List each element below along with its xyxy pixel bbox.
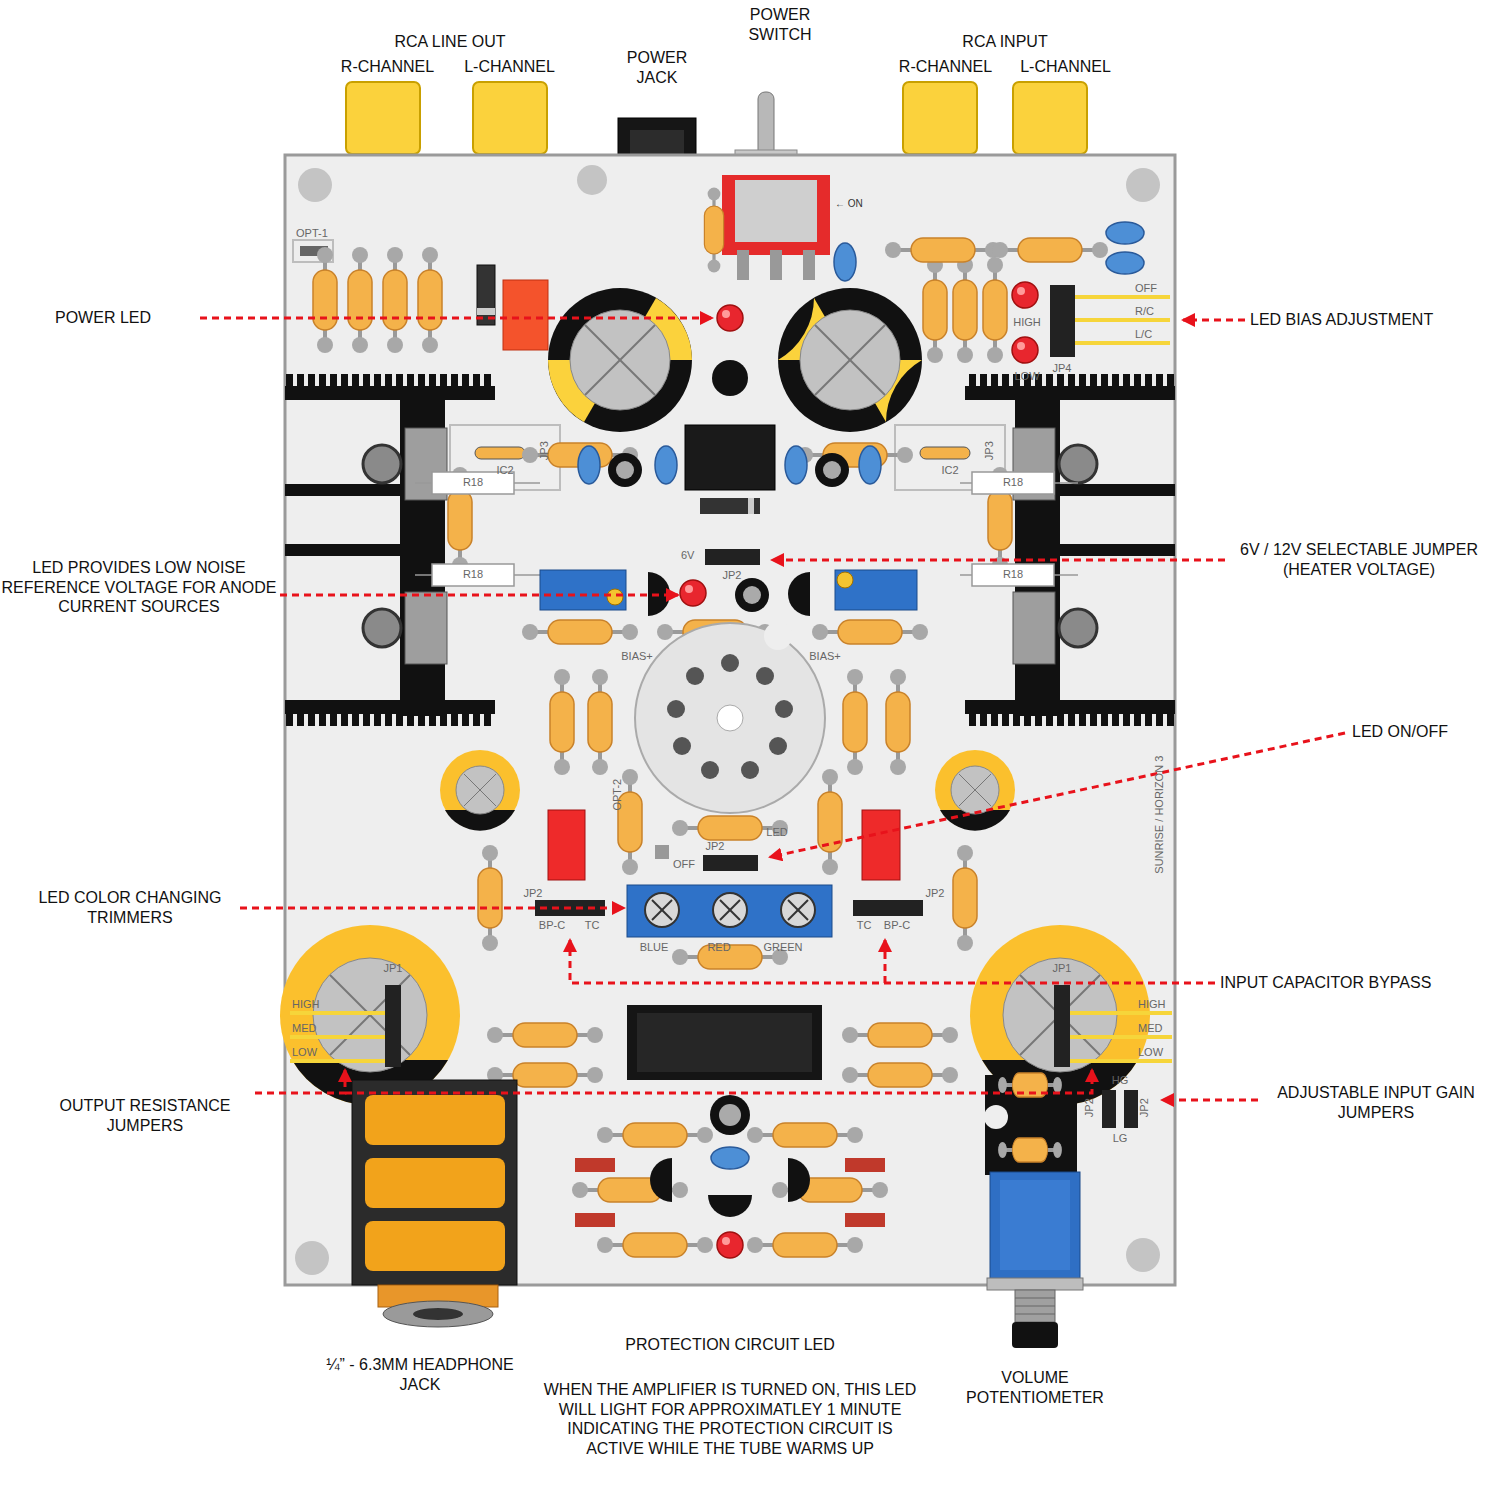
silkscreen-label: RED: [697, 941, 741, 954]
callout-label: RCA LINE OUT: [370, 32, 530, 52]
circuit-board: [285, 155, 1175, 1285]
silkscreen-label: LOW: [292, 1046, 332, 1059]
headers: [290, 285, 1172, 1128]
silkscreen-label: HIGH: [1005, 316, 1049, 329]
silkscreen-label: JP1: [378, 962, 408, 975]
silkscreen-label: JP2: [920, 887, 950, 900]
switch-body: [722, 175, 830, 280]
silkscreen-label: OFF: [669, 858, 699, 871]
callout-label: POWER LED: [55, 308, 195, 328]
callout-label: R-CHANNEL: [888, 57, 1003, 77]
callout-label: INPUT CAPACITOR BYPASS: [1220, 973, 1480, 993]
silkscreen-label: JP2: [717, 569, 747, 582]
leader-lines: [200, 318, 1345, 1100]
callout-label: L-CHANNEL: [452, 57, 567, 77]
silkscreen-label: BIAS+: [800, 650, 850, 663]
callout-label: OUTPUT RESISTANCE JUMPERS: [40, 1096, 250, 1135]
callout-label: RCA INPUT: [940, 32, 1070, 52]
silkscreen-label: LG: [1108, 1132, 1132, 1145]
callout-label: ¼” - 6.3MM HEADPHONE JACK: [320, 1355, 520, 1394]
callout-label: LED PROVIDES LOW NOISE REFERENCE VOLTAGE…: [0, 558, 278, 617]
callout-label: LED ON/OFF: [1352, 722, 1482, 742]
callout-label: LED BIAS ADJUSTMENT: [1250, 310, 1480, 330]
callout-label: PROTECTION CIRCUIT LED: [545, 1335, 915, 1355]
silkscreen-label: R18: [995, 476, 1031, 489]
relay: [627, 1005, 822, 1080]
bias-trimmers: [540, 570, 917, 610]
silkscreen-label: JP3: [983, 436, 996, 466]
silkscreen-label: IC2: [935, 464, 965, 477]
silkscreen-label: R18: [455, 476, 491, 489]
callout-label: LED COLOR CHANGING TRIMMERS: [20, 888, 240, 927]
regulator: [685, 425, 775, 490]
silkscreen-label: BP-C: [533, 919, 571, 932]
silkscreen-label: BLUE: [632, 941, 676, 954]
silkscreen-label: LOW: [1005, 370, 1049, 383]
transistor: [712, 360, 748, 396]
tube-socket: [635, 622, 825, 813]
silkscreen-label: OPT-2: [611, 775, 624, 815]
silkscreen-label: ← ON: [835, 198, 885, 210]
silkscreen-label: LED: [762, 826, 792, 839]
r18-outlines: [415, 472, 1078, 586]
silkscreen-label: HG: [1108, 1074, 1132, 1087]
note-text: WHEN THE AMPLIFIER IS TURNED ON, THIS LE…: [540, 1380, 920, 1458]
silkscreen-label: TC: [580, 919, 604, 932]
callout-label: R-CHANNEL: [330, 57, 445, 77]
silkscreen-label: JP1: [1047, 962, 1077, 975]
silkscreen-label: JP3: [538, 436, 551, 466]
silkscreen-label: R18: [455, 568, 491, 581]
callout-label: POWER JACK: [612, 48, 702, 87]
callout-label: 6V / 12V SELECTABLE JUMPER (HEATER VOLTA…: [1228, 540, 1490, 579]
callout-label: L-CHANNEL: [1008, 57, 1123, 77]
silkscreen-label: R18: [995, 568, 1031, 581]
silkscreen-label: JP2: [1083, 1093, 1096, 1123]
board-outlines: [293, 240, 1005, 490]
silkscreen-label: MED: [1138, 1022, 1174, 1035]
silkscreen-label: LOW: [1138, 1046, 1174, 1059]
silkscreen-label: JP2: [1138, 1093, 1151, 1123]
callout-label: VOLUME POTENTIOMETER: [955, 1368, 1115, 1407]
silkscreen-label: JP2: [518, 887, 548, 900]
film-capacitors: [548, 810, 900, 880]
silkscreen-label: R/C: [1135, 305, 1175, 318]
volume-pot: [984, 1073, 1083, 1348]
silkscreen-label: IC2: [490, 464, 520, 477]
headphone-jack: [352, 1080, 517, 1327]
silkscreen-label: 6V: [681, 549, 703, 562]
silkscreen-label: JP4: [1047, 362, 1077, 375]
pad: [655, 845, 669, 859]
silkscreen-label: HIGH: [1138, 998, 1174, 1011]
silkscreen-label: TC: [852, 919, 876, 932]
silkscreen-label: L/C: [1135, 328, 1175, 341]
relay-block: [503, 280, 548, 350]
small-capacitors: [608, 453, 849, 1135]
silkscreen-label: GREEN: [758, 941, 808, 954]
silkscreen-label: OPT-1: [296, 227, 346, 240]
callout-label: POWER SWITCH: [735, 5, 825, 44]
silkscreen-label: HIGH: [292, 998, 332, 1011]
silkscreen-label: BP-C: [878, 919, 916, 932]
color-trimmers: [627, 885, 832, 937]
silkscreen-label: MED: [292, 1022, 332, 1035]
silkscreen-label: OFF: [1135, 282, 1175, 295]
silkscreen-label: BIAS+: [612, 650, 662, 663]
callout-label: ADJUSTABLE INPUT GAIN JUMPERS: [1262, 1083, 1490, 1122]
silkscreen-label: JP2: [700, 840, 730, 853]
board-name: SUNRISE / HORIZON 3: [1153, 735, 1166, 895]
